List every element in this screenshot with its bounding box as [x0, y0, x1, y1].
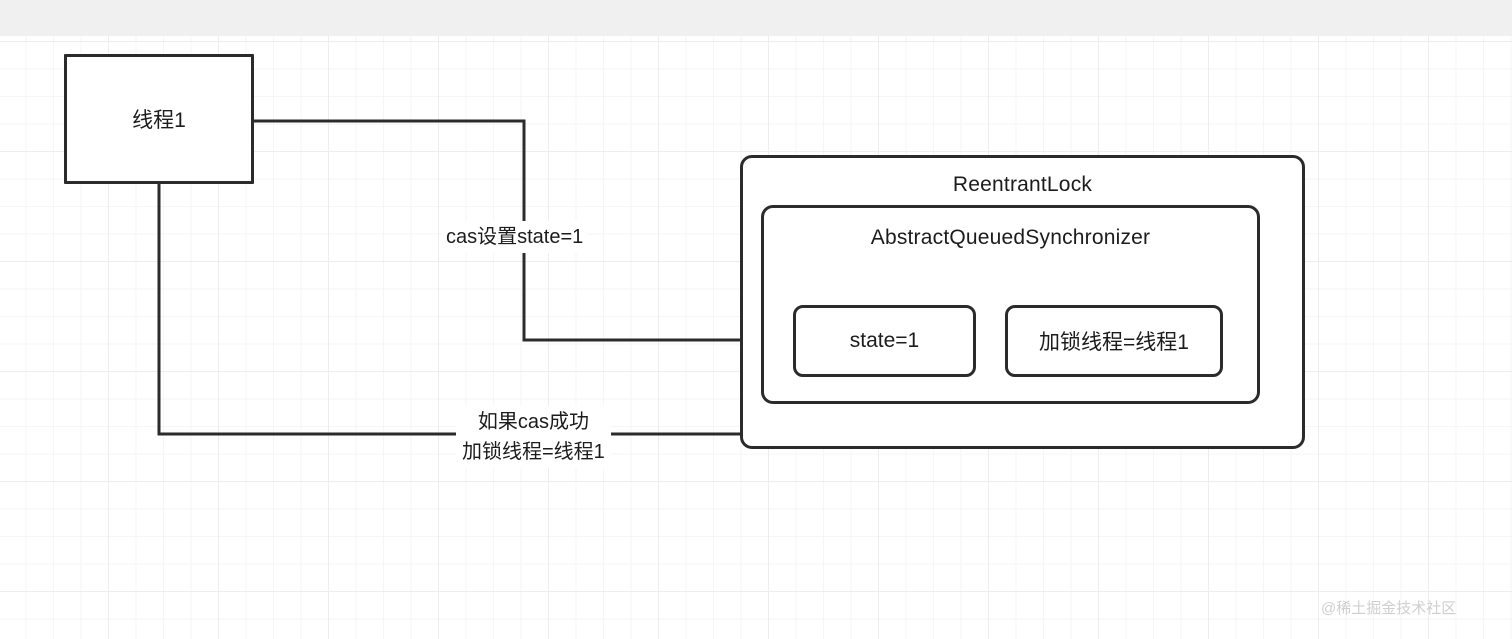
node-aqs-label: AbstractQueuedSynchronizer: [870, 226, 1151, 249]
node-thread1-label: 线程1: [132, 109, 186, 132]
node-reentrant-lock-label: ReentrantLock: [952, 173, 1093, 196]
watermark: @稀土掘金技术社区: [1321, 600, 1457, 617]
edge-label-cas-success-line2: 加锁线程=线程1: [462, 441, 605, 463]
edge-label-cas-success: 如果cas成功 加锁线程=线程1: [456, 406, 611, 468]
edge-label-cas-success-line1: 如果cas成功: [477, 411, 589, 433]
node-lock-thread[interactable]: 加锁线程=线程1: [1005, 305, 1223, 377]
edge-label-cas-set-state: cas设置state=1: [442, 221, 588, 253]
edge-label-cas-set-state-text: cas设置state=1: [446, 226, 584, 248]
node-lock-thread-label: 加锁线程=线程1: [1039, 331, 1189, 354]
node-thread1[interactable]: 线程1: [64, 54, 254, 184]
node-state[interactable]: state=1: [793, 305, 976, 377]
node-state-label: state=1: [849, 329, 920, 352]
top-gray-band: [0, 0, 1512, 36]
